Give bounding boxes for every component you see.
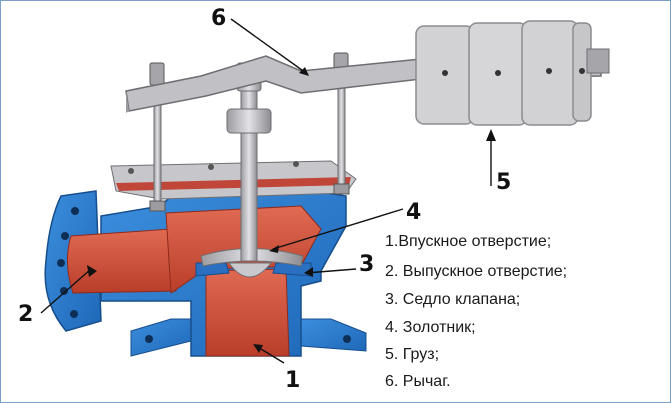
legend-item-inlet: 1.Впускное отверстие; — [385, 233, 552, 250]
callout-4: 4 — [406, 200, 421, 225]
callout-1: 1 — [285, 368, 300, 393]
callout-3: 3 — [359, 252, 374, 277]
callout-2: 2 — [18, 302, 33, 327]
inlet-flange-bolt-holes — [57, 207, 79, 318]
valve-base — [130, 318, 367, 357]
legend-item-lever: 6. Рычаг. — [385, 373, 451, 390]
legend-item-weight: 5. Груз; — [385, 346, 440, 363]
callout-arrowheads — [87, 67, 496, 353]
callout-5: 5 — [496, 170, 511, 195]
callout-leaders — [40, 18, 492, 364]
counterweights — [415, 20, 610, 126]
legend-item-seat: 3. Седло клапана; — [385, 291, 521, 308]
legend-item-spool: 4. Золотник; — [385, 319, 476, 336]
valve-bonnet — [110, 160, 357, 200]
callout-6: 6 — [211, 6, 226, 31]
legend-item-outlet: 2. Выпускное отверстие; — [385, 263, 568, 280]
